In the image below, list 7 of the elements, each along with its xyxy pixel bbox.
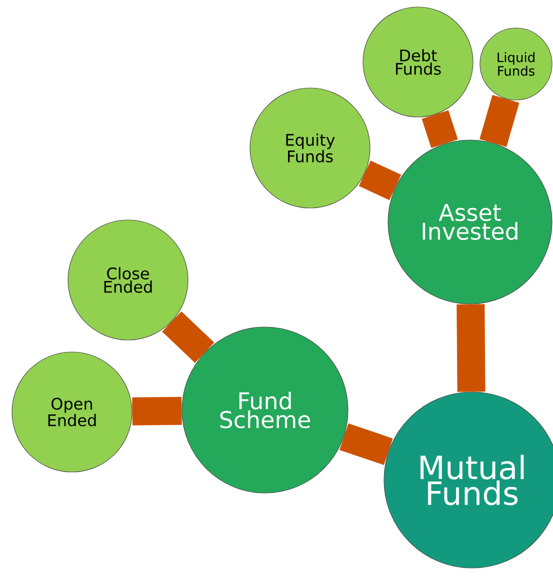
branch bbox=[162, 311, 214, 363]
branch bbox=[339, 423, 393, 465]
branch bbox=[358, 160, 402, 200]
branch bbox=[132, 396, 182, 426]
branch bbox=[456, 304, 486, 392]
branch bbox=[422, 110, 458, 148]
branch bbox=[480, 94, 520, 147]
